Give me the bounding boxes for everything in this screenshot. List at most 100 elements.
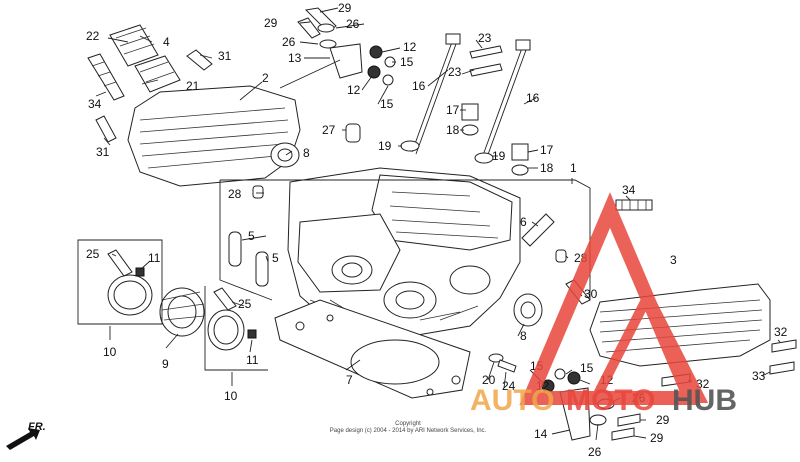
front-arrow-icon xyxy=(6,428,40,450)
bolt-23a xyxy=(469,45,503,59)
callout-31-top: 31 xyxy=(218,49,232,63)
callout-18-left: 18 xyxy=(446,123,460,137)
copyright-text: Copyright Page design (c) 2004 - 2014 by… xyxy=(329,421,487,434)
watermark-logo xyxy=(519,192,709,405)
washer-18b xyxy=(511,164,529,176)
callout-20: 20 xyxy=(482,373,496,387)
callout-34-right: 34 xyxy=(622,183,636,197)
callout-8-left: 8 xyxy=(303,146,310,160)
callout-23-mid: 23 xyxy=(448,65,462,79)
clamp-10-right xyxy=(207,309,245,351)
callout-26-top: 26 xyxy=(346,17,360,31)
callout-25-left: 25 xyxy=(86,247,100,261)
front-label: FR. xyxy=(28,421,46,433)
nut-11-right xyxy=(247,329,257,339)
bolt-25-left xyxy=(107,249,133,277)
callout-10-left: 10 xyxy=(103,345,117,359)
callout-10-right: 10 xyxy=(224,389,238,403)
callout-25-right: 25 xyxy=(238,297,252,311)
callout-11-right: 11 xyxy=(246,353,259,367)
callout-16-right: 16 xyxy=(526,91,540,105)
callout-29-bottom-a: 29 xyxy=(656,413,670,427)
grommet-12a xyxy=(369,45,383,59)
callout-2: 2 xyxy=(262,71,269,85)
pin-28-left xyxy=(252,185,264,199)
callout-29-mid: 29 xyxy=(264,16,278,30)
callout-30: 30 xyxy=(584,287,598,301)
bolt-24 xyxy=(497,359,517,373)
callout-31-left: 31 xyxy=(96,145,110,159)
bolt-25-right xyxy=(213,287,237,311)
nut-17b xyxy=(511,143,529,161)
callout-23-top: 23 xyxy=(478,31,492,45)
stud-16-right xyxy=(481,39,531,161)
watermark-moto: MOTO xyxy=(566,384,655,417)
callout-5-bottom: 5 xyxy=(272,251,279,265)
callout-27: 27 xyxy=(322,123,336,137)
bolt-31-left xyxy=(95,115,117,143)
bolt-29c xyxy=(617,413,641,427)
leader-lines xyxy=(95,7,781,441)
callout-8-right: 8 xyxy=(520,329,527,343)
callout-1: 1 xyxy=(570,161,577,175)
callout-11-left: 11 xyxy=(148,251,161,265)
washer-19a xyxy=(400,140,420,152)
grommet-12b xyxy=(367,65,381,79)
callout-17-right: 17 xyxy=(540,143,554,157)
nut-17a xyxy=(461,103,479,121)
callout-19-right: 19 xyxy=(492,149,506,163)
group-box-10-left xyxy=(77,239,163,325)
head-gasket xyxy=(274,299,471,399)
spark-plug-left xyxy=(87,53,125,101)
callout-15-mid: 15 xyxy=(380,97,394,111)
collar-15b xyxy=(382,74,394,86)
callout-6: 6 xyxy=(520,215,527,229)
callout-28-left: 28 xyxy=(228,187,242,201)
callout-19-left: 19 xyxy=(378,139,392,153)
callout-32-right: 32 xyxy=(774,325,788,339)
callout-15-top: 15 xyxy=(400,55,414,69)
dowel-pin-5b xyxy=(255,251,269,287)
callout-17-left: 17 xyxy=(446,103,460,117)
callout-4: 4 xyxy=(163,35,170,49)
callout-34-left: 34 xyxy=(88,97,102,111)
callout-12-top: 12 xyxy=(403,40,417,54)
callout-3: 3 xyxy=(670,253,677,267)
callout-29-top: 29 xyxy=(338,1,352,15)
nut-11-left xyxy=(135,267,145,277)
collar-15c xyxy=(554,368,566,380)
callout-16-left: 16 xyxy=(412,79,426,93)
grommet-12d xyxy=(567,371,581,385)
dowel-pin-5a xyxy=(228,231,242,267)
washer-26b-top xyxy=(319,39,337,49)
bolt-31-top xyxy=(186,49,213,71)
callout-13: 13 xyxy=(288,51,302,65)
head-cover-left xyxy=(127,85,301,187)
callout-15-bottom-b: 15 xyxy=(580,361,594,375)
group-box-10-right xyxy=(204,286,268,371)
bolt-32a xyxy=(771,339,797,353)
bracket-13 xyxy=(279,43,363,89)
callout-5-top: 5 xyxy=(248,229,255,243)
callout-26-mid: 26 xyxy=(282,35,296,49)
insulator-9 xyxy=(159,287,205,337)
guide-6 xyxy=(521,213,555,247)
watermark-auto: AUTO xyxy=(470,384,554,417)
callout-9: 9 xyxy=(162,357,169,371)
pin-28-right xyxy=(555,249,567,263)
callout-14: 14 xyxy=(534,427,548,441)
cap-8-right xyxy=(513,293,543,327)
callout-7: 7 xyxy=(346,373,353,387)
spark-plug-right xyxy=(615,199,653,211)
callout-18-right: 18 xyxy=(540,161,554,175)
callout-29-bottom-b: 29 xyxy=(650,431,664,445)
callout-12-mid: 12 xyxy=(347,83,361,97)
callout-26-bottom-b: 26 xyxy=(588,445,602,459)
callout-22: 22 xyxy=(86,29,100,43)
collar-27 xyxy=(345,123,361,143)
washer-18a xyxy=(461,124,479,136)
callout-21: 21 xyxy=(186,79,200,93)
intake-pipe xyxy=(109,24,181,93)
